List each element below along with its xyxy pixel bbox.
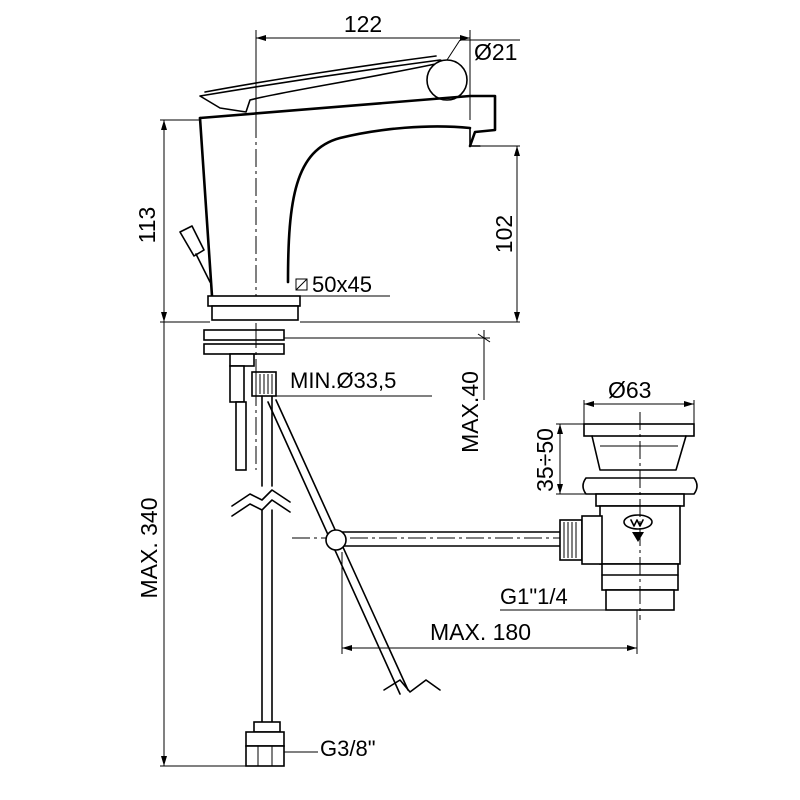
pop-up-waste: Ø63 bbox=[559, 377, 698, 620]
waste-range-label: 35÷50 bbox=[532, 428, 558, 492]
square-section-icon bbox=[295, 278, 308, 291]
deck-thickness-label: MAX.40 bbox=[457, 371, 483, 453]
spout-height-label: 102 bbox=[491, 215, 517, 253]
spout-reach-label: 122 bbox=[344, 11, 382, 37]
base-size-label: 50x45 bbox=[312, 272, 372, 297]
faucet-body bbox=[179, 94, 497, 330]
dim-hose-length: MAX. 340 bbox=[136, 322, 246, 767]
side-lever-detail bbox=[179, 225, 211, 283]
dim-spout-reach: 122 bbox=[255, 11, 471, 120]
waste-diameter-label: Ø63 bbox=[608, 377, 651, 403]
pop-up-rod bbox=[267, 399, 561, 695]
dim-waste-thread: G1"1/4 bbox=[500, 584, 606, 611]
fixing-assembly bbox=[203, 329, 285, 471]
lever-diameter-label: Ø21 bbox=[474, 39, 517, 65]
dim-body-height: 113 bbox=[134, 119, 210, 323]
waste-thread-label: G1"1/4 bbox=[500, 584, 568, 609]
dim-waste-range: 35÷50 bbox=[532, 423, 596, 495]
dim-hose-thread: G3/8" bbox=[284, 736, 376, 761]
dim-base-size: 50x45 bbox=[295, 272, 390, 297]
dim-hole-diameter: MIN.Ø33,5 bbox=[276, 368, 432, 397]
lever-handle: Ø21 bbox=[199, 39, 520, 113]
hole-diameter-label: MIN.Ø33,5 bbox=[290, 368, 396, 393]
dim-spout-height: 102 bbox=[300, 145, 520, 323]
rod-length-label: MAX. 180 bbox=[430, 619, 531, 645]
hose-thread-label: G3/8" bbox=[320, 736, 376, 761]
body-height-label: 113 bbox=[134, 207, 160, 244]
dim-rod-length: MAX. 180 bbox=[341, 552, 638, 654]
flexible-hose bbox=[231, 395, 291, 767]
hose-length-label: MAX. 340 bbox=[136, 498, 162, 599]
pivot-joint bbox=[325, 529, 347, 551]
dim-deck-thickness: MAX.40 bbox=[284, 330, 491, 453]
